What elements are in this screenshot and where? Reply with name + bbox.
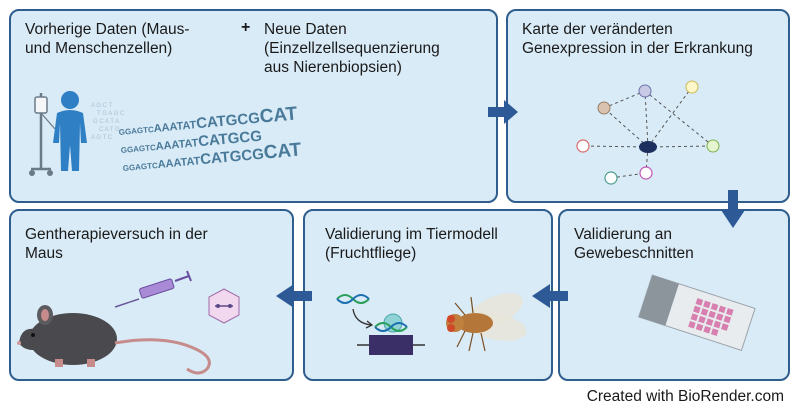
panel-animal-model-validation: Validierung im Tiermodell (Fruchtfliege) bbox=[303, 209, 553, 381]
arrow-panel3-to-panel4 bbox=[532, 284, 568, 308]
svg-text:GGAGTCAAATATCATGCG: GGAGTCAAATATCATGCG bbox=[120, 128, 263, 157]
panel-gene-therapy-mouse: Gentherapieversuch in der Maus bbox=[9, 209, 294, 381]
arrow-panel4-to-panel5 bbox=[276, 284, 312, 308]
biorender-credit: Created with BioRender.com bbox=[586, 388, 784, 405]
svg-text:C A T G: C A T G bbox=[99, 127, 120, 133]
panel5-illustration bbox=[17, 270, 240, 375]
panel4-illustration bbox=[336, 293, 527, 355]
panel2-text: Karte der veränderten Genexpression in d… bbox=[522, 21, 753, 57]
fruit-fly-icon bbox=[446, 293, 527, 352]
dna-sequence-icon: GGAGTCAAATATCATGCGCAT GGAGTCAAATATCATGCG… bbox=[118, 103, 303, 176]
virus-capsid-icon bbox=[208, 288, 240, 324]
panel-expression-map: Karte der veränderten Genexpression in d… bbox=[506, 9, 790, 203]
svg-text:G C A T A: G C A T A bbox=[93, 119, 119, 125]
dna-construct-icon bbox=[336, 294, 425, 355]
patient-iv-icon bbox=[29, 91, 87, 176]
arrow-panel1-to-panel2 bbox=[488, 100, 518, 124]
svg-text:A G C T: A G C T bbox=[91, 103, 113, 109]
panel-tissue-validation: Validierung an Gewebeschnitten bbox=[558, 209, 790, 381]
faint-sequence-trail: A G C T T G A G C G C A T A C A T G A G … bbox=[91, 103, 125, 141]
panel1-illustration: A G C T T G A G C G C A T A C A T G A G … bbox=[29, 91, 303, 176]
svg-text:T G A G C: T G A G C bbox=[97, 111, 125, 117]
svg-text:A G T C: A G T C bbox=[91, 135, 113, 141]
syringe-icon bbox=[114, 270, 192, 308]
tissue-slide-icon bbox=[638, 274, 756, 351]
panel4-text: Validierung im Tiermodell (Fruchtfliege) bbox=[325, 226, 498, 262]
gene-network-icon bbox=[576, 80, 720, 185]
panel1-text-previous-data: Vorherige Daten (Maus- und Menschenzelle… bbox=[25, 21, 190, 57]
panel5-text: Gentherapieversuch in der Maus bbox=[25, 226, 208, 262]
plus-sign: + bbox=[241, 19, 251, 36]
arrow-panel2-to-panel3 bbox=[721, 190, 745, 228]
panel1-text-new-data: Neue Daten (Einzellzellsequenzierung aus… bbox=[264, 21, 440, 76]
mouse-icon bbox=[17, 305, 211, 375]
panel3-text: Validierung an Gewebeschnitten bbox=[574, 226, 694, 262]
svg-text:GGAGTCAAATATCATGCGCAT: GGAGTCAAATATCATGCGCAT bbox=[122, 139, 303, 176]
panel-previous-and-new-data: Vorherige Daten (Maus- und Menschenzelle… bbox=[9, 9, 498, 203]
svg-text:GGAGTCAAATATCATGCGCAT: GGAGTCAAATATCATGCGCAT bbox=[118, 103, 299, 140]
